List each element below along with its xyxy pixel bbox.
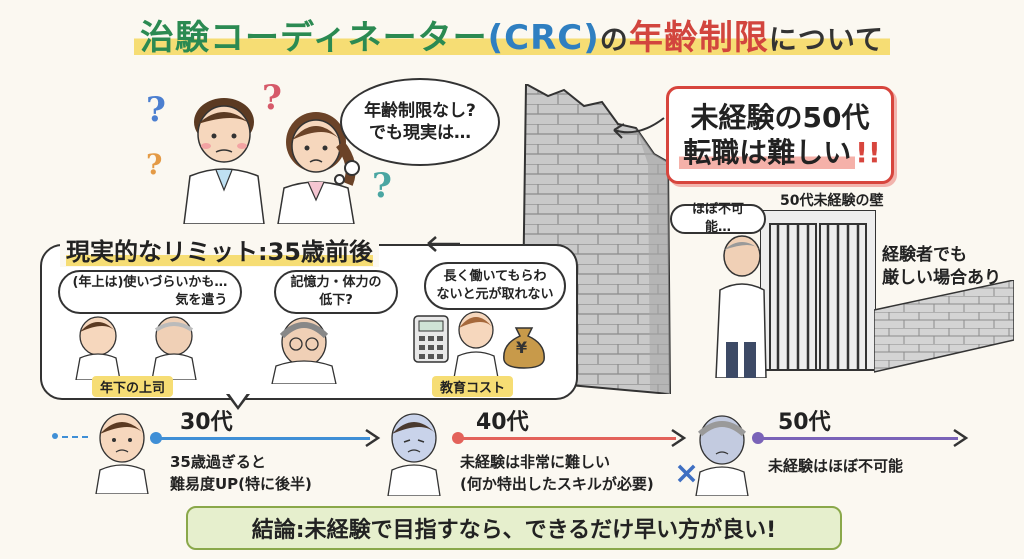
timeline-dot-40s: [452, 432, 464, 444]
cross-mark-icon: ×: [674, 456, 700, 491]
fifties-person-illustration: [695, 415, 749, 496]
headline-line-1: 未経験の50代: [690, 101, 870, 134]
bubble1-line-2: 気を遣う: [175, 293, 228, 308]
timeline-desc-30s: 35歳過ぎると 難易度UP(特に後半): [170, 452, 312, 496]
question-mark-icon: ?: [372, 166, 392, 206]
timeline-dashed-line: [62, 436, 88, 438]
desc30-line-1: 35歳過ぎると: [170, 453, 266, 471]
conclusion-banner: 結論:未経験で目指すなら、できるだけ早い方が良い!: [186, 506, 842, 550]
exclamation-mark: !!: [855, 136, 881, 169]
timeline-age-40s: 40代: [476, 410, 529, 435]
thought-bubble-main: 年齢制限なし? でも現実は…: [340, 78, 500, 166]
speech-bubble-nearly-impossible: ほぼ不可能…: [670, 202, 766, 235]
headline-box: 未経験の50代 転職は難しい!!: [666, 86, 894, 184]
side-note-line-1: 経験者でも: [882, 245, 967, 265]
bubble3-line-1: 長く働いてもらわ: [443, 269, 547, 285]
timeline-desc-40s: 未経験は非常に難しい (何か特出したスキルが必要): [460, 452, 654, 496]
title-part-crc: (CRC): [487, 18, 600, 58]
side-note-line-2: 厳しい場合あり: [882, 267, 1001, 288]
worried-man-illustration: [271, 317, 337, 384]
bubble2-line-1: 記憶力・体力の: [290, 275, 382, 291]
arrow-left-icon: [427, 236, 460, 252]
label-education-cost: 教育コスト: [432, 376, 514, 397]
woman-staff-illustration: [453, 311, 499, 378]
low-brick-wall-illustration: [874, 280, 1014, 373]
calculator-icon: [413, 315, 449, 363]
speech-text: ほぼ不可能…: [691, 202, 744, 235]
speech-bubble-education-cost: 長く働いてもらわ ないと元が取れない: [424, 262, 566, 310]
confused-staff-illustration: [183, 98, 356, 224]
question-mark-icon: ?: [262, 78, 282, 118]
reality-limit-title: 現実的なリミット:35歳前後: [60, 232, 379, 267]
thought-tail-dot: [334, 174, 345, 185]
arrow-right-icon: [671, 428, 687, 448]
iron-gate-illustration: [760, 210, 876, 371]
thought-line-1: 年齢制限なし?: [364, 100, 476, 121]
forties-person-illustration: [387, 413, 441, 496]
wall-label: 50代未経験の壁: [780, 193, 884, 209]
thirties-person-illustration: [95, 413, 149, 494]
young-boss-and-senior-illustration: [75, 316, 197, 380]
desc40-line-2: (何か特出したスキルが必要): [460, 474, 654, 493]
pointer-arrow-icon: [613, 117, 665, 139]
timeline-dot-30s: [150, 432, 162, 444]
side-note: 経験者でも 厳しい場合あり: [882, 244, 1001, 290]
bubble3-line-2: ないと元が取れない: [436, 287, 554, 302]
title-part-coordinator: 治験コーディネーター: [140, 18, 488, 58]
timeline-dot-50s: [752, 432, 764, 444]
bubble1-line-1: (年上は)使いづらいかも…: [72, 275, 228, 291]
desc30-line-2: 難易度UP(特に後半): [170, 474, 312, 493]
title-part-age-limit: 年齢制限: [628, 18, 769, 58]
speech-bubble-memory-stamina: 記憶力・体力の 低下?: [274, 270, 398, 314]
timeline-line-50s: [762, 437, 958, 440]
title-part-no: の: [599, 23, 629, 56]
page-title: 治験コーディネーター(CRC)の年齢制限について: [0, 10, 1024, 59]
speech-bubble-younger-boss: (年上は)使いづらいかも… 気を遣う: [58, 270, 242, 314]
timeline-start-dot: [52, 433, 58, 439]
arrow-right-icon: [365, 428, 381, 448]
panel-pointer-fill: [228, 392, 248, 406]
title-part-about: について: [768, 23, 884, 56]
timeline-age-50s: 50代: [778, 410, 831, 435]
question-mark-icon: ?: [146, 90, 166, 130]
timeline-line-30s: [160, 437, 370, 440]
thought-tail-dot: [344, 160, 360, 176]
arrow-right-icon: [953, 428, 969, 448]
desc40-line-1: 未経験は非常に難しい: [460, 453, 611, 471]
bubble2-line-2: 低下?: [319, 293, 353, 308]
question-mark-icon: ?: [146, 148, 163, 181]
yen-symbol: ¥: [516, 338, 528, 357]
older-man-at-gate-illustration: [715, 235, 767, 378]
label-younger-boss: 年下の上司: [92, 376, 174, 397]
headline-line-2: 転職は難しい: [679, 136, 856, 169]
timeline-age-30s: 30代: [180, 410, 233, 435]
money-bag-icon: [503, 327, 545, 369]
timeline-desc-50s: 未経験はほぼ不可能: [768, 457, 904, 475]
timeline-line-40s: [462, 437, 676, 440]
thought-line-2: でも現実は…: [369, 123, 471, 143]
